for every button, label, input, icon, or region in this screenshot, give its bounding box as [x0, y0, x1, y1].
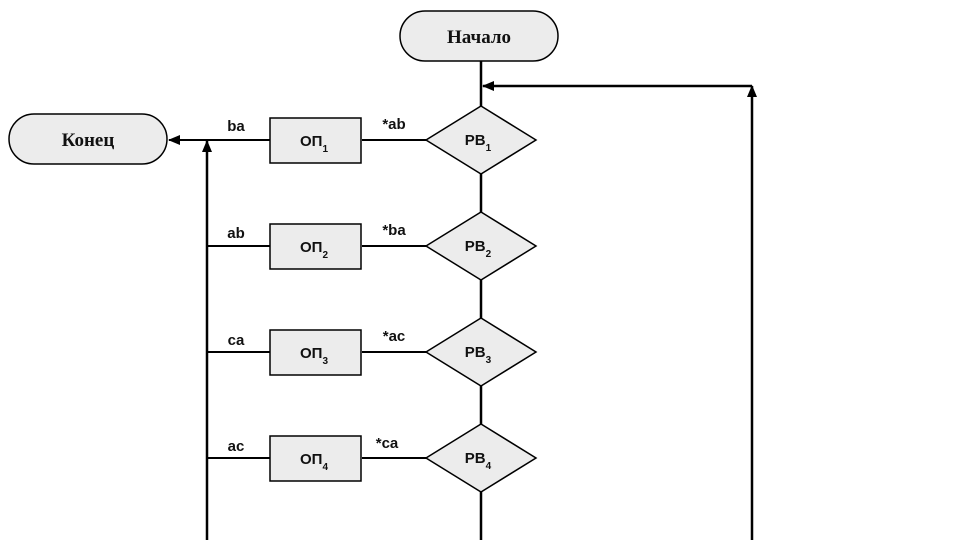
decision-label: РВ1 [465, 132, 492, 154]
condition-label: *ba [382, 222, 406, 239]
output-label: ab [227, 225, 245, 242]
start-terminal: Начало [399, 10, 559, 62]
operation-block [269, 435, 362, 482]
start-label: Начало [447, 27, 511, 48]
operation-block [269, 117, 362, 164]
operation-block [269, 223, 362, 270]
row-2: РВ2 ОП2 *ba ab [207, 211, 538, 281]
decision-label: РВ2 [465, 238, 492, 260]
decision-label: РВ3 [465, 344, 492, 366]
decision-diamond [424, 317, 538, 387]
condition-label: *ab [382, 116, 405, 133]
condition-label: *ac [383, 328, 406, 345]
operation-label: ОП3 [300, 345, 328, 367]
output-label: ca [228, 332, 245, 349]
end-terminal: Конец [8, 113, 168, 165]
decision-diamond [424, 423, 538, 493]
operation-label: ОП1 [300, 133, 328, 155]
operation-label: ОП2 [300, 239, 328, 261]
row-1: РВ1 ОП1 *ab ba [227, 105, 538, 175]
operation-label: ОП4 [300, 451, 328, 473]
decision-label: РВ4 [465, 450, 492, 472]
end-label: Конец [62, 130, 115, 151]
row-4: РВ4 ОП4 *ca ac [207, 423, 538, 493]
output-label: ba [227, 118, 245, 135]
decision-diamond [424, 105, 538, 175]
row-3: РВ3 ОП3 *ac ca [207, 317, 538, 387]
decision-diamond [424, 211, 538, 281]
condition-label: *ca [376, 435, 399, 452]
output-label: ac [228, 438, 245, 455]
operation-block [269, 329, 362, 376]
